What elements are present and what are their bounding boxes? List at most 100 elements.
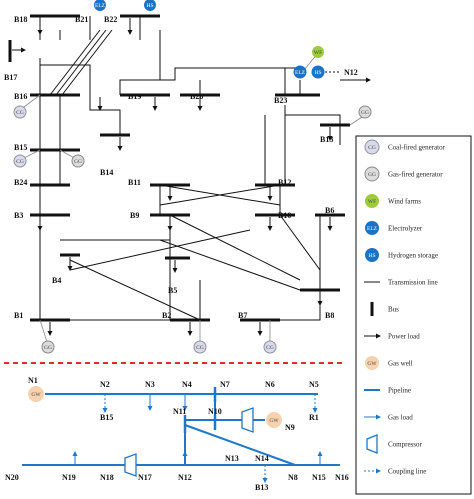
legend-item-well: GW Gas well — [365, 356, 413, 370]
legend-abbr: ELZ — [367, 226, 378, 232]
legend-text-comp: Compressor — [388, 441, 423, 449]
gas-generator-b13: GG — [349, 105, 372, 126]
label-r1: R1 — [309, 413, 319, 422]
gw-label: GW — [31, 392, 41, 398]
label-b1: B1 — [14, 311, 23, 320]
legend-item-bus: Bus — [370, 302, 399, 316]
label-b13-coupling: B13 — [255, 483, 268, 492]
label-n6: N6 — [265, 380, 275, 389]
label-b9: B9 — [130, 211, 139, 220]
label-b20: B20 — [190, 92, 203, 101]
legend-text-elz: Electrolyzer — [388, 225, 423, 233]
label-n18: N18 — [100, 473, 114, 482]
legend-item-hs: HS Hydrogen storage — [365, 248, 438, 262]
gg-label: GG — [74, 159, 82, 165]
legend-symbol-gas_gen — [364, 166, 380, 182]
gw-label: GW — [269, 418, 279, 424]
label-b8: B8 — [325, 311, 334, 320]
bus-bars — [8, 14, 350, 322]
label-b6: B6 — [325, 206, 334, 215]
wf-label: WF — [314, 50, 322, 56]
legend-symbol-comp — [366, 434, 378, 454]
legend-text-hs: Hydrogen storage — [388, 252, 438, 260]
compressors — [124, 407, 254, 477]
legend-item-wind: WF Wind farms — [365, 194, 421, 208]
gas-nodes-bars — [183, 387, 217, 433]
legend-text-pload: Power load — [388, 333, 420, 341]
label-b16: B16 — [14, 92, 27, 101]
power-devices: CG CG GG GG GG CG CG — [13, 0, 372, 354]
label-n7: N7 — [220, 380, 230, 389]
compressor-n18 — [124, 453, 137, 477]
gas-generator-b15b: GG — [59, 149, 85, 168]
label-n12-gas: N12 — [178, 473, 192, 482]
legend-symbol-elz — [365, 221, 379, 235]
power-loads — [12, 18, 371, 336]
elz-label: ELZ — [295, 70, 306, 76]
legend-abbr: GW — [367, 361, 377, 367]
cg-label: CG — [266, 345, 274, 351]
coal-generator-b16: CG — [13, 94, 41, 119]
label-b2: B2 — [162, 311, 171, 320]
gas-loads — [72, 394, 323, 465]
hydrogen-storage-b23: HS — [311, 65, 340, 79]
legend-symbol-hs — [365, 248, 379, 262]
coal-generator-b2: CG — [193, 320, 207, 354]
label-n5: N5 — [309, 380, 319, 389]
gas-node-labels: N1 N2 N3 N4 N7 N6 N5 B15 R1 N11 N10 N9 N… — [5, 376, 349, 492]
label-b22: B22 — [104, 15, 117, 24]
pipeline-n7-n11 — [184, 394, 216, 465]
label-n13: N13 — [225, 454, 239, 463]
label-n1: N1 — [28, 376, 38, 385]
label-n12: N12 — [344, 68, 358, 77]
electrolyzer-b23: ELZ — [293, 65, 307, 95]
hs-label: HS — [146, 3, 153, 9]
label-b12: B12 — [278, 178, 291, 187]
gg-label: GG — [361, 110, 369, 116]
cg-label: CG — [16, 159, 24, 165]
label-n19: N19 — [62, 473, 76, 482]
label-n16: N16 — [335, 473, 349, 482]
label-b15: B15 — [14, 143, 27, 152]
label-n10: N10 — [208, 407, 222, 416]
gas-well-n0: GW — [266, 412, 282, 428]
transmission-lines — [39, 16, 341, 321]
gas-well-n1: GW — [28, 386, 44, 402]
legend-abbr: WF — [368, 199, 376, 205]
legend-text-well: Gas well — [388, 360, 413, 368]
hydrogen-storage-top: HS — [144, 0, 156, 11]
legend-symbol-wind — [365, 194, 379, 208]
legend-item-comp: Compressor — [366, 434, 423, 454]
legend-symbol-coal — [364, 139, 380, 155]
legend-item-pipe: Pipeline — [364, 387, 411, 395]
label-n17: N17 — [138, 473, 152, 482]
legend-item-tline: Transmission line — [364, 279, 438, 287]
label-n8: N8 — [288, 473, 298, 482]
label-b3: B3 — [14, 211, 23, 220]
legend-item-elz: ELZ Electrolyzer — [365, 221, 423, 235]
electrolyzer-top: ELZ — [94, 0, 106, 11]
power-network — [8, 14, 371, 336]
label-n14: N14 — [255, 454, 269, 463]
label-n11: N11 — [173, 407, 186, 416]
label-n9: N9 — [285, 423, 295, 432]
legend-text-coal: Coal-fired generator — [388, 144, 446, 152]
legend-abbr: HS — [368, 253, 375, 259]
label-b13: B13 — [320, 135, 333, 144]
legend-abbr: GG — [368, 172, 376, 178]
label-b24: B24 — [14, 178, 27, 187]
label-b23: B23 — [274, 96, 287, 105]
legend-text-wind: Wind farms — [388, 198, 421, 206]
legend-text-pipe: Pipeline — [388, 387, 411, 395]
label-b14: B14 — [100, 168, 113, 177]
coupling-lines — [102, 394, 318, 483]
legend-item-gload: Gas load — [364, 414, 413, 422]
label-b5: B5 — [168, 286, 177, 295]
legend-item-coupling: Coupling line — [364, 468, 426, 476]
hs-label: HS — [314, 70, 321, 76]
label-b15-coupling: B15 — [100, 413, 113, 422]
